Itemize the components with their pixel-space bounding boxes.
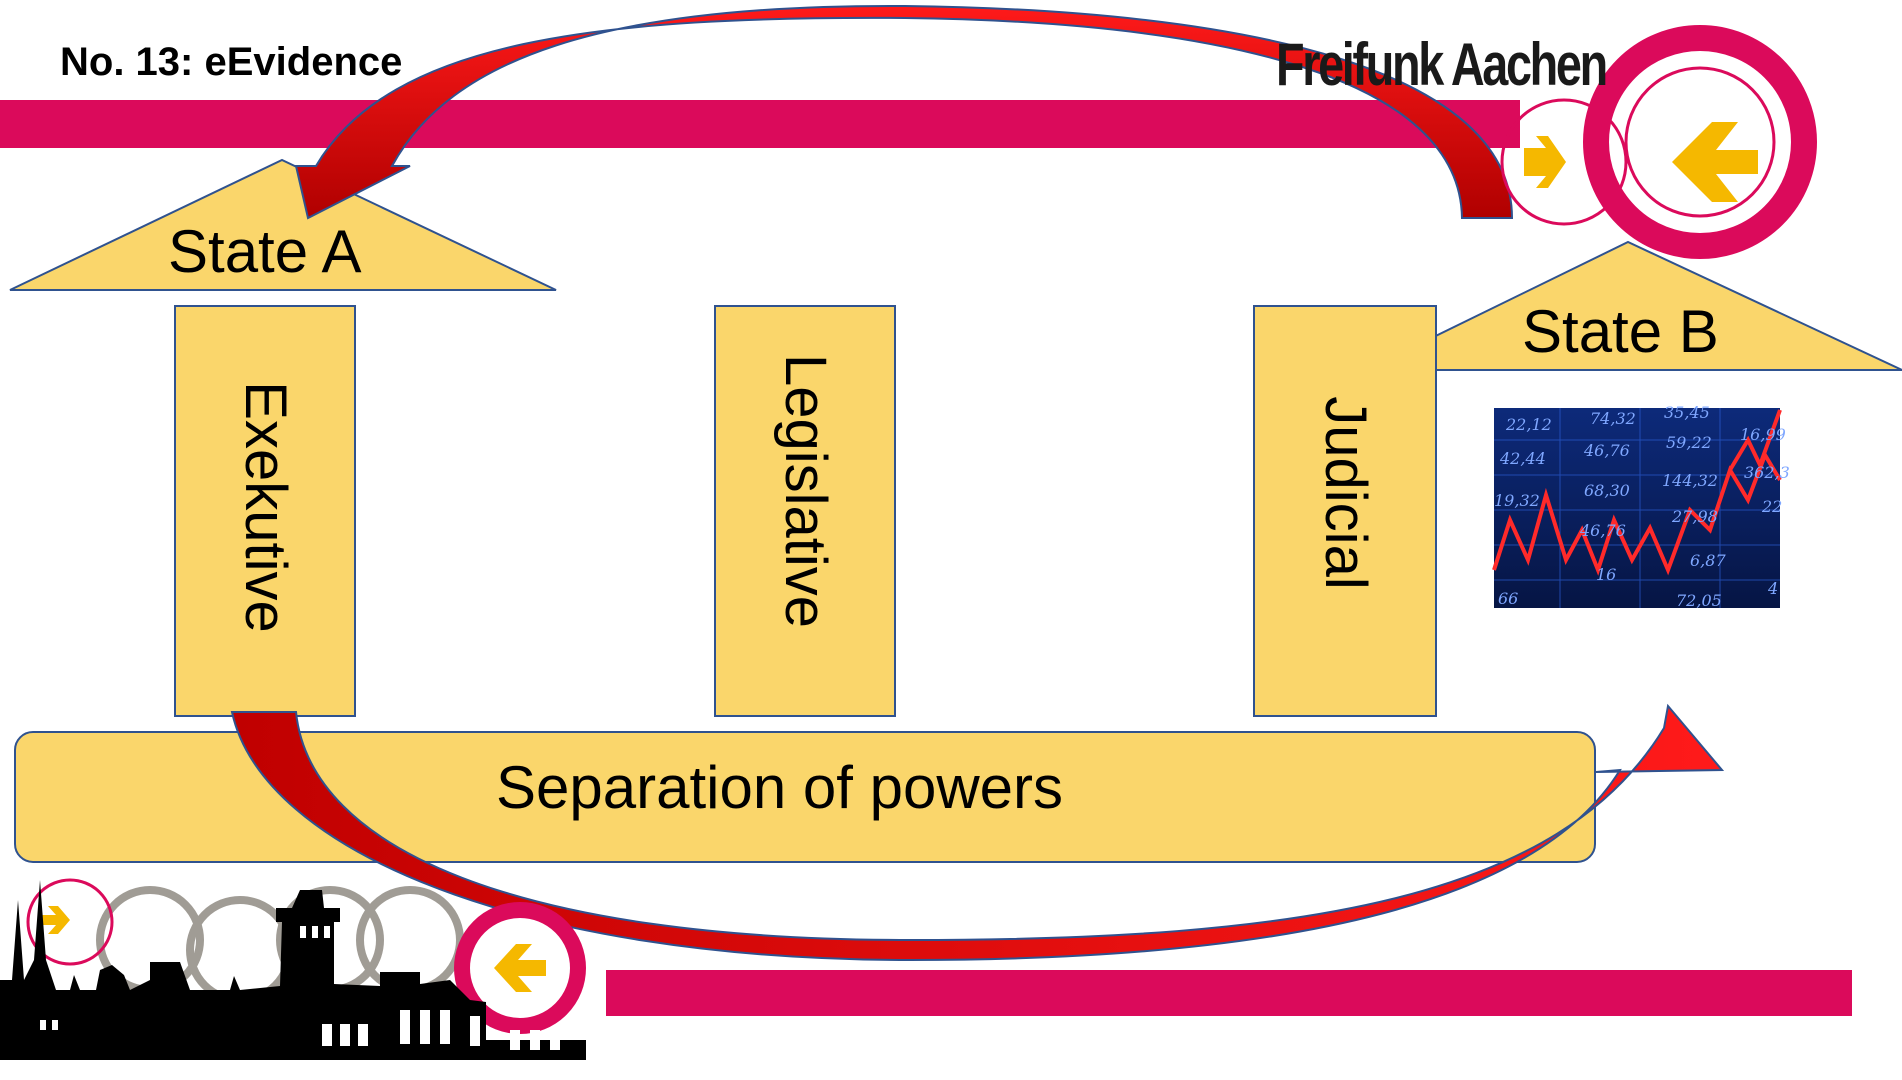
arrow-left-small-icon [494, 944, 546, 992]
state-b-label: State B [1522, 298, 1719, 365]
arrow-right-small-icon [40, 906, 70, 934]
logo-rings-icon [1500, 25, 1817, 259]
stock-num-13: 27,98 [1671, 507, 1718, 526]
stock-num-2: 74,32 [1590, 409, 1636, 428]
stock-num-15: 66 [1498, 589, 1518, 608]
stock-num-8: 19,32 [1494, 491, 1540, 510]
pillar-legislative-label: Legislative [773, 353, 838, 629]
header-band [0, 100, 1520, 148]
pillar-exekutive-box [174, 305, 356, 717]
stock-num-9: 68,30 [1584, 481, 1630, 500]
stock-num-11: 362,3 [1744, 463, 1790, 482]
stock-num-12: 46,76 [1579, 521, 1626, 540]
stock-num-3: 35,45 [1664, 403, 1710, 422]
stock-num-17: 6,87 [1690, 551, 1726, 570]
foundation-box [14, 731, 1596, 863]
stock-num-10: 144,32 [1662, 471, 1718, 490]
stock-num-7: 16,99 [1740, 425, 1786, 444]
state-a-roof [9, 158, 557, 291]
state-a-label: State A [168, 218, 362, 285]
slide-title: No. 13: eEvidence [60, 40, 403, 84]
state-b-roof [1365, 240, 1902, 371]
freifunk-aachen-logo-text: Freifunk Aachen [1276, 31, 1608, 98]
pillar-judicial-box [1253, 305, 1437, 717]
separation-of-powers-label: Separation of powers [496, 754, 1064, 821]
aachen-skyline-logo [0, 878, 586, 1060]
pillar-legislative-box [714, 305, 896, 717]
pillar-judicial-label: Judicial [1313, 396, 1378, 590]
arrow-right-icon [1524, 136, 1566, 188]
arrow-b-to-a [294, 4, 1514, 220]
stock-num-19: 4 [1767, 579, 1778, 598]
stock-num-6: 59,22 [1666, 433, 1712, 452]
footer-band [606, 970, 1852, 1016]
stock-num-1: 22,12 [1505, 415, 1552, 434]
stock-num-4: 42,44 [1499, 449, 1546, 468]
stock-market-image: 22,12 74,32 35,45 42,44 46,76 59,22 16,9… [1492, 403, 1790, 610]
stock-num-18: 72,05 [1676, 591, 1722, 610]
skyline-silhouette [0, 880, 586, 1060]
arrow-left-icon [1672, 122, 1758, 202]
stock-num-5: 46,76 [1583, 441, 1630, 460]
pillar-exekutive-label: Exekutive [233, 381, 298, 633]
arrow-a-to-b [230, 703, 1725, 962]
stock-num-14: 22 [1761, 497, 1782, 516]
stock-num-16: 16 [1596, 565, 1616, 584]
